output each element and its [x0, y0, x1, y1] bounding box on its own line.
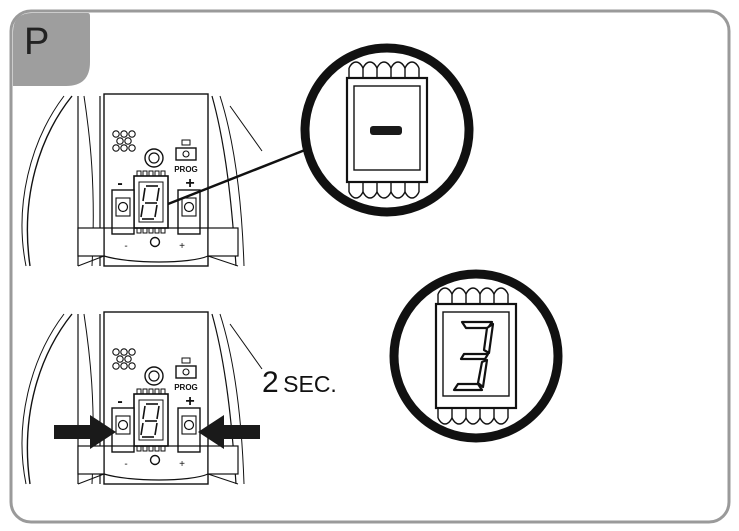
callout-line	[167, 148, 306, 206]
plus-sign-top: +	[185, 175, 194, 192]
step-label: P	[24, 21, 50, 63]
control-board-bottom: PROG - + - +	[21, 311, 263, 485]
zoom-circle-top: -	[300, 43, 474, 217]
prog-label-top: PROG	[174, 165, 198, 174]
display-digit-three	[452, 320, 495, 392]
plus-sign-bottom: +	[185, 393, 194, 410]
zoom-circle-bottom: 3	[389, 269, 563, 443]
hold-duration-unit: SEC.	[283, 371, 337, 397]
hold-duration-label: 2 SEC.	[262, 366, 337, 400]
minus-marker-bottom: -	[124, 459, 127, 470]
step-tab	[13, 13, 90, 86]
control-board-top: PROG - + - +	[21, 93, 263, 267]
minus-marker-top: -	[124, 241, 127, 252]
minus-sign-bottom: -	[117, 393, 122, 410]
prog-label-bottom: PROG	[174, 383, 198, 392]
hold-duration-number: 2	[262, 366, 279, 399]
display-dash-segment	[370, 126, 402, 135]
plus-marker-bottom: +	[179, 459, 185, 470]
plus-marker-top: +	[179, 241, 185, 252]
minus-sign-top: -	[117, 175, 122, 192]
